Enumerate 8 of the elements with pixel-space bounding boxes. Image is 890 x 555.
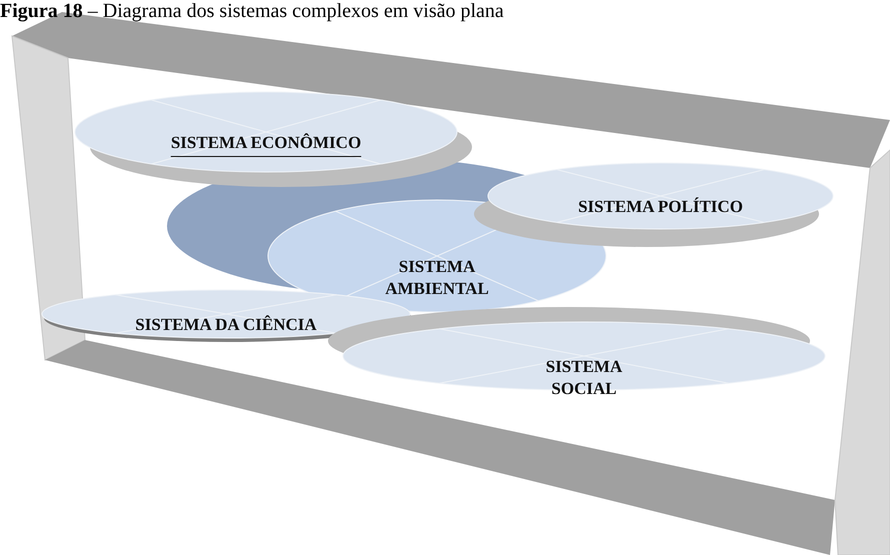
system-label: SISTEMA SOCIAL	[544, 356, 624, 400]
system-ellipse	[474, 163, 833, 247]
system-label: SISTEMA POLÍTICO	[577, 196, 744, 218]
system-label: SISTEMA AMBIENTAL	[384, 256, 490, 300]
system-ellipse	[75, 92, 472, 187]
figure-title: Figura 18 – Diagrama dos sistemas complexos em visão plana	[0, 0, 504, 23]
system-label: SISTEMA DA CIÊNCIA	[134, 314, 318, 336]
system-label: SISTEMA ECONÔMICO	[170, 132, 362, 154]
